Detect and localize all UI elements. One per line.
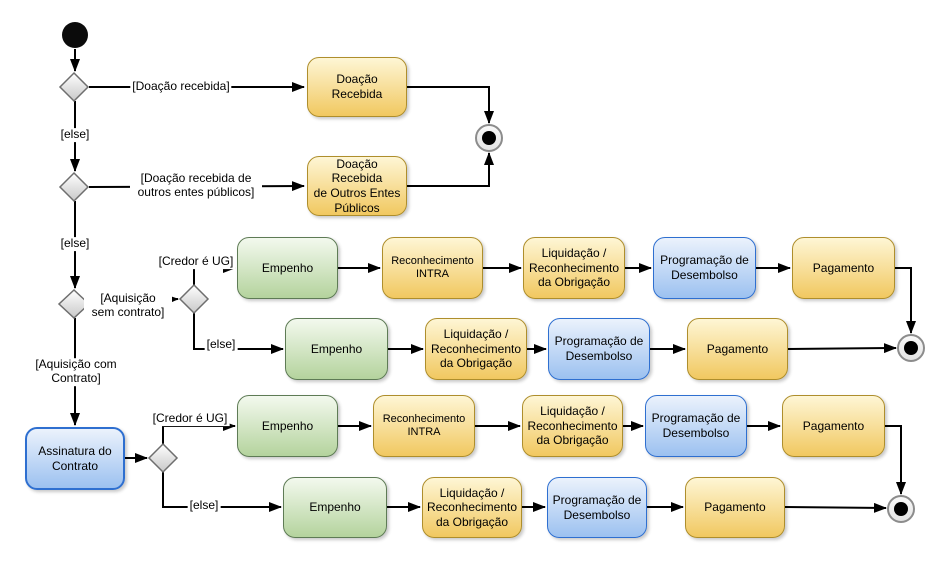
edge-decision5-to-empenho-row4	[162, 472, 282, 512]
end-node-bottom[interactable]	[887, 495, 915, 523]
decision-diamond-2[interactable]	[58, 171, 90, 203]
activity-reconhecimento-intra-1[interactable]: Reconhecimento INTRA	[382, 237, 483, 299]
activity-programacao-desembolso-2[interactable]: Programação de Desembolso	[548, 318, 650, 380]
activity-empenho-2[interactable]: Empenho	[285, 318, 388, 380]
edge-label-aquisicao-sem-contrato: [Aquisição sem contrato]	[84, 291, 172, 320]
activity-empenho-1[interactable]: Empenho	[237, 237, 338, 299]
edge-label-credor-e-ug-2: [Credor é UG]	[150, 411, 230, 426]
activity-liquidacao-3[interactable]: Liquidação / Reconhecimento da Obrigação	[522, 395, 623, 457]
activity-liquidacao-1[interactable]: Liquidação / Reconhecimento da Obrigação	[523, 237, 625, 299]
edge-label-else-4: [else]	[187, 498, 221, 513]
edge-label-else-1: [else]	[58, 127, 92, 142]
decision-diamond-1[interactable]	[58, 71, 90, 103]
edge-row1-to-end-a	[895, 267, 916, 334]
activity-pagamento-3[interactable]: Pagamento	[782, 395, 885, 457]
activity-programacao-desembolso-4[interactable]: Programação de Desembolso	[547, 477, 647, 538]
edge-label-doacao-recebida: [Doação recebida]	[130, 79, 232, 94]
edge-label-aquisicao-com-contrato: [Aquisição com Contrato]	[28, 357, 124, 386]
activity-liquidacao-4[interactable]: Liquidação / Reconhecimento da Obrigação	[422, 477, 522, 538]
activity-pagamento-2[interactable]: Pagamento	[687, 318, 788, 380]
edge-label-else-3: [else]	[204, 337, 238, 352]
edge-doacao-to-end-top	[407, 86, 494, 124]
start-node[interactable]	[62, 22, 88, 48]
edge-doacao-outros-to-end-top	[407, 152, 494, 187]
edge-row3-to-end-b	[885, 425, 906, 495]
activity-pagamento-4[interactable]: Pagamento	[685, 477, 785, 538]
edge-label-else-2: [else]	[58, 236, 92, 251]
decision-diamond-4[interactable]	[178, 283, 210, 315]
edge-label-doacao-recebida-outros: [Doação recebida de outros entes público…	[130, 171, 262, 200]
edge-decision4-to-empenho-row1	[193, 263, 236, 286]
activity-pagamento-1[interactable]: Pagamento	[792, 237, 895, 299]
activity-doacao-recebida-outros[interactable]: Doação Recebida de Outros Entes Públicos	[307, 156, 407, 216]
activity-programacao-desembolso-1[interactable]: Programação de Desembolso	[653, 237, 756, 299]
activity-reconhecimento-intra-2[interactable]: Reconhecimento INTRA	[373, 395, 475, 457]
end-node-top[interactable]	[475, 124, 503, 152]
activity-empenho-3[interactable]: Empenho	[237, 395, 338, 457]
activity-assinatura-contrato[interactable]: Assinatura do Contrato	[25, 427, 125, 490]
activity-liquidacao-2[interactable]: Liquidação / Reconhecimento da Obrigação	[425, 318, 527, 380]
end-node-middle[interactable]	[897, 334, 925, 362]
edge-row4-to-end-b	[784, 502, 887, 513]
edge-row2-to-end-a	[787, 343, 897, 354]
decision-diamond-5[interactable]	[147, 442, 179, 474]
activity-doacao-recebida[interactable]: Doação Recebida	[307, 57, 407, 117]
edge-decision4-to-empenho-row2	[193, 312, 284, 354]
edge-decision5-to-empenho-row3	[162, 421, 236, 444]
activity-empenho-4[interactable]: Empenho	[283, 477, 387, 538]
edge-label-credor-e-ug-1: [Credor é UG]	[156, 254, 236, 269]
activity-programacao-desembolso-3[interactable]: Programação de Desembolso	[645, 395, 747, 457]
